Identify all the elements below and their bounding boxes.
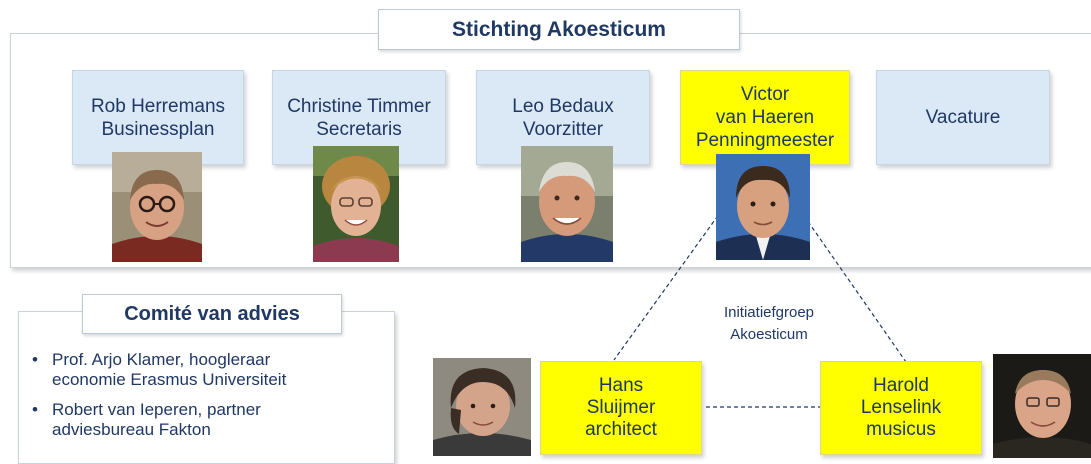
member-name: Rob Herremans (90, 95, 226, 117)
board-title: Stichting Akoesticum (378, 9, 740, 50)
initiative-label-line: Initiatiefgroep (723, 304, 815, 321)
advisory-item-line: adviesbureau Fakton (52, 420, 211, 439)
member-name: Leo Bedaux (512, 95, 614, 117)
portrait-harold-lenselink (993, 354, 1091, 458)
line-victor-to-hans (613, 209, 723, 361)
advisory-item-line: Robert van Ieperen, partner (52, 400, 261, 419)
member-first-name: Hans (598, 375, 644, 396)
member-card-vacancy: Vacature (876, 70, 1050, 165)
advisory-item-line: economie Erasmus Universiteit (52, 370, 287, 389)
portrait-christine-timmer (313, 146, 399, 262)
member-last-name: Lenselink (860, 397, 942, 418)
member-card-hans-sluijmer: Hans Sluijmer architect (540, 361, 702, 455)
member-name: Christine Timmer (287, 95, 431, 117)
advisory-title: Comité van advies (82, 294, 342, 334)
advisory-frame (18, 311, 395, 464)
vacancy-label: Vacature (925, 107, 1001, 128)
member-role: architect (585, 419, 657, 440)
advisory-item-line: Prof. Arjo Klamer, hoogleraar (52, 350, 271, 369)
advisory-item: • Robert van Ieperen, partner adviesbure… (32, 400, 261, 440)
member-role: Penningmeester (695, 130, 835, 151)
member-role: musicus (866, 419, 936, 440)
member-first-name: Harold (873, 375, 929, 396)
member-role: Voorzitter (522, 118, 604, 140)
member-card-harold-lenselink: Harold Lenselink musicus (820, 361, 982, 455)
portrait-victor-van-haeren (716, 154, 810, 260)
portrait-leo-bedaux (521, 146, 613, 262)
line-victor-to-harold (799, 209, 907, 363)
initiative-label: Initiatiefgroep Akoesticum (694, 302, 844, 346)
member-last-name: Sluijmer (586, 397, 656, 418)
bullet-icon: • (32, 350, 38, 369)
member-card-victor-van-haeren: Victor van Haeren Penningmeester (680, 70, 850, 165)
initiative-label-line: Akoesticum (730, 326, 808, 343)
portrait-rob-herremans (112, 152, 202, 262)
member-role: Businessplan (101, 118, 215, 140)
member-last-name: van Haeren (715, 107, 815, 128)
portrait-hans-sluijmer (433, 358, 531, 456)
bullet-icon: • (32, 400, 38, 419)
member-first-name: Victor (740, 84, 790, 105)
advisory-item: • Prof. Arjo Klamer, hoogleraar economie… (32, 350, 287, 390)
member-role: Secretaris (316, 118, 402, 140)
